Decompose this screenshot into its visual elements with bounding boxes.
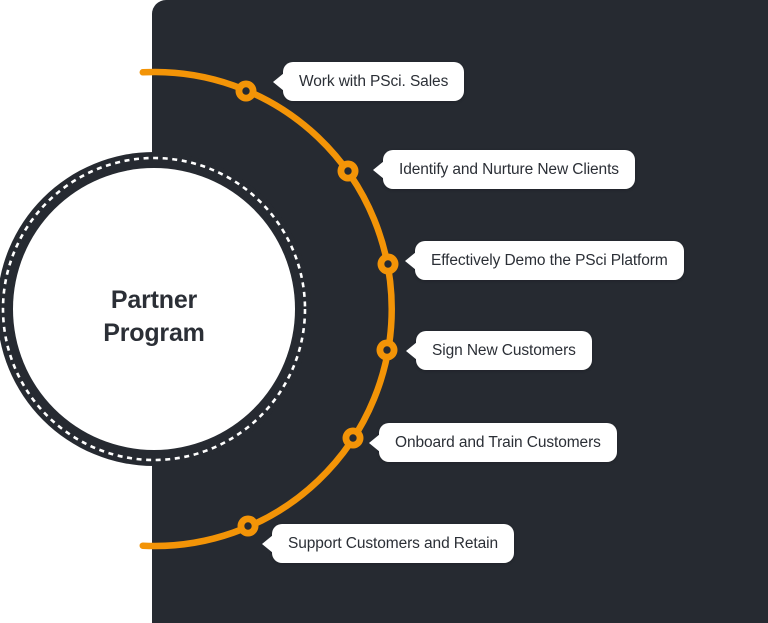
step-nodes — [235, 80, 399, 537]
center-title: Partner Program — [54, 284, 254, 350]
step-bubble-4: Sign New Customers — [406, 331, 592, 370]
step-node-icon — [342, 427, 364, 449]
orange-arc — [139, 68, 395, 550]
center-title-line1: Partner — [110, 286, 198, 314]
step-node-icon — [337, 160, 359, 182]
step-node-icon — [237, 515, 259, 537]
step-label: Support Customers and Retain — [288, 535, 499, 552]
step-label: Identify and Nurture New Clients — [399, 161, 619, 178]
step-label: Sign New Customers — [432, 342, 576, 359]
step-label: Onboard and Train Customers — [395, 434, 601, 451]
step-bubble-5: Onboard and Train Customers — [369, 423, 617, 462]
step-bubble-6: Support Customers and Retain — [261, 524, 515, 563]
dashed-ring — [1, 156, 307, 462]
step-node-icon — [235, 80, 257, 102]
step-bubble-1: Work with PSci. Sales — [272, 62, 465, 101]
center-circle — [13, 168, 295, 450]
step-label: Work with PSci. Sales — [299, 73, 449, 90]
step-node-icon — [377, 253, 399, 275]
center-title-line2: Program — [103, 319, 205, 347]
step-node-icon — [376, 339, 398, 361]
step-bubble-3: Effectively Demo the PSci Platform — [405, 241, 684, 280]
step-bubble-2: Identify and Nurture New Clients — [373, 150, 635, 189]
step-label: Effectively Demo the PSci Platform — [431, 252, 668, 269]
